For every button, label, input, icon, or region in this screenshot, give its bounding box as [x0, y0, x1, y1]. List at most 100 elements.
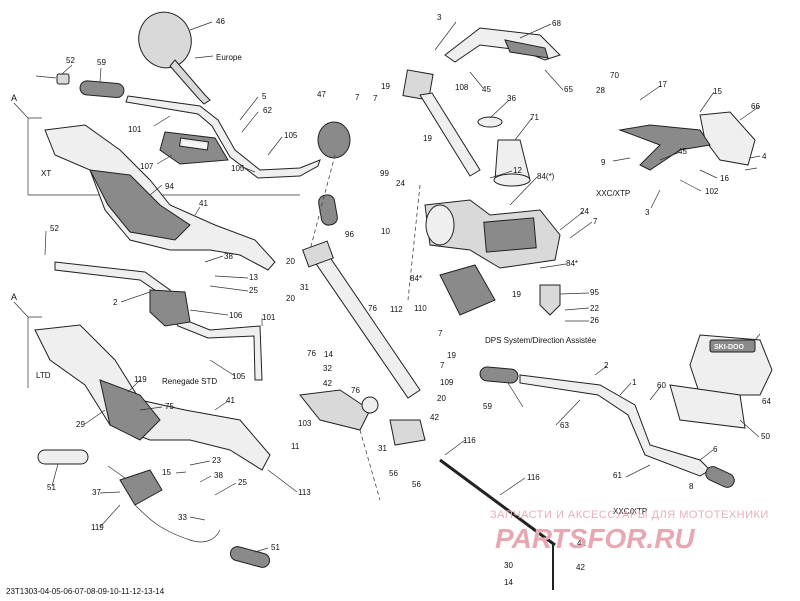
callout-76: 76	[368, 304, 377, 313]
steering-column	[302, 240, 421, 399]
callout-102: 102	[705, 187, 719, 196]
callout-101: 101	[128, 125, 142, 134]
callout-7: 7	[438, 329, 443, 338]
callout-96: 96	[345, 230, 354, 239]
callout-116: 116	[463, 436, 476, 445]
section-label-a: A	[11, 292, 17, 302]
variant-ltd-label: LTD	[36, 371, 51, 380]
switch-box-37	[119, 469, 221, 543]
callout-52: 52	[66, 56, 75, 65]
callout-19: 19	[423, 134, 432, 143]
watermark-tagline: ЗАПЧАСТИ И АКСЕССУАРЫ ДЛЯ МОТОТЕХНИКИ	[490, 509, 769, 521]
tie-rod-116	[439, 458, 556, 590]
callout-3: 3	[645, 208, 650, 217]
callout-64: 64	[762, 397, 771, 406]
callout-19: 19	[381, 82, 390, 91]
dps-system-label: DPS System/Direction Assistée	[485, 336, 597, 345]
callout-56: 56	[412, 480, 421, 489]
callout-105: 105	[232, 372, 246, 381]
callout-32: 32	[323, 364, 332, 373]
callout-42: 42	[576, 563, 585, 572]
callout-101: 101	[262, 313, 276, 322]
callout-31: 31	[378, 444, 387, 453]
callout-70: 70	[610, 71, 619, 80]
pad-50	[669, 384, 746, 429]
brand-logo: SKI-DOO	[181, 141, 208, 151]
callout-95: 95	[590, 288, 599, 297]
callout-24: 24	[396, 179, 405, 188]
callout-15: 15	[713, 87, 722, 96]
column-108	[402, 69, 481, 177]
callout-42: 42	[323, 379, 332, 388]
callout-28: 28	[596, 86, 605, 95]
callout-24: 24	[580, 207, 589, 216]
callout-20: 20	[286, 257, 295, 266]
callout-107: 107	[140, 162, 154, 171]
callout-6: 6	[713, 445, 718, 454]
callout-46: 46	[216, 17, 225, 26]
callout-105: 105	[284, 131, 298, 140]
callout-16: 16	[720, 174, 729, 183]
callout-99: 99	[380, 169, 389, 178]
callout-19: 19	[512, 290, 521, 299]
callout-68: 68	[552, 19, 561, 28]
callout-109: 109	[440, 378, 454, 387]
callout-9: 9	[601, 158, 606, 167]
callout-22: 22	[590, 304, 599, 313]
callout-15: 15	[162, 468, 171, 477]
callout-13: 13	[249, 273, 258, 282]
callout-108: 108	[455, 83, 469, 92]
callout-94: 94	[165, 182, 174, 191]
dps-motor	[424, 199, 561, 269]
callout-76: 76	[351, 386, 360, 395]
brand-logo: SKI-DOO	[714, 344, 745, 351]
section-bracket-ltd	[13, 301, 42, 388]
lower-arm	[299, 389, 426, 446]
callout-3: 3	[437, 13, 442, 22]
callout-105: 105	[231, 164, 245, 173]
callout-110: 110	[414, 304, 427, 313]
callout-8: 8	[689, 482, 694, 491]
handlebar-renegade	[54, 261, 263, 381]
callout-112: 112	[390, 305, 403, 314]
variant-xxc-xtp-label: XXC/XTP	[613, 507, 647, 516]
callout-71: 71	[530, 113, 539, 122]
callout-11: 11	[291, 442, 300, 451]
callout-50: 50	[761, 432, 770, 441]
dps-module-110	[439, 264, 496, 316]
callout-31: 31	[300, 283, 309, 292]
callout-37: 37	[92, 488, 101, 497]
variant-labels: A XT A LTD Europe Renegade STD XXC/XTP X…	[11, 53, 647, 516]
callout-42: 42	[577, 539, 586, 548]
callout-25: 25	[238, 478, 247, 487]
watermark-brand: PARTSFOR.RU	[495, 523, 695, 554]
handlebar-top	[125, 95, 321, 179]
callout-47: 47	[317, 90, 326, 99]
callout-23: 23	[212, 456, 221, 465]
boot-71	[477, 116, 531, 187]
callout-42: 42	[430, 413, 439, 422]
callout-29: 29	[76, 420, 85, 429]
callout-25: 25	[249, 286, 258, 295]
callout-119: 119	[134, 375, 147, 384]
hand-guard-68	[444, 27, 561, 63]
callout-2: 2	[113, 298, 118, 307]
callout-51: 51	[47, 483, 56, 492]
callout-51: 51	[271, 543, 280, 552]
callout-62: 62	[263, 106, 272, 115]
callout-36: 36	[507, 94, 516, 103]
callout-41: 41	[199, 199, 208, 208]
callout-84: 84*	[566, 259, 578, 268]
callout-41: 41	[226, 396, 235, 405]
callout-14: 14	[324, 350, 333, 359]
callout-33: 33	[178, 513, 187, 522]
callout-4: 4	[762, 152, 767, 161]
callout-52: 52	[50, 224, 59, 233]
callout-20: 20	[437, 394, 446, 403]
mirror-part	[138, 11, 211, 105]
callout-labels: 46 52 59 101 5 62 107 105 105 47 7 7 19 …	[47, 13, 771, 587]
grip-top	[35, 73, 125, 98]
callout-20: 20	[286, 294, 295, 303]
callout-14: 14	[504, 578, 513, 587]
